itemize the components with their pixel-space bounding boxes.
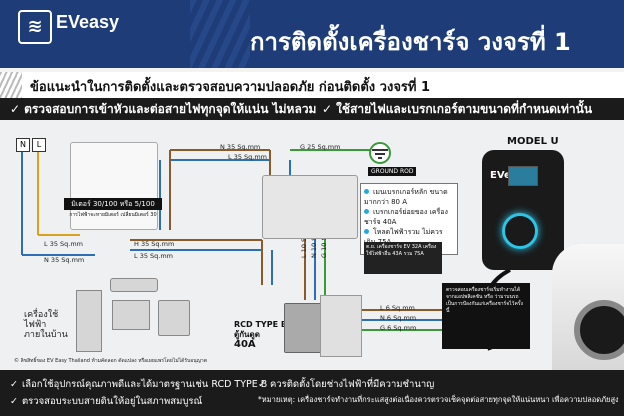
note-2: ✓ใช้สายไฟและเบรกเกอร์ตามขนาดที่กำหนดเท่า… — [322, 100, 592, 119]
header-hatch-decoration — [190, 0, 250, 68]
footer-note: *หมายเหตุ: เครื่องชาร์จทำงานที่กระแสสูงต… — [258, 395, 618, 404]
note-1: ✓ตรวจสอบการเข้าหัวและต่อสายไฟทุกจุดให้แน… — [10, 100, 316, 119]
charger-nfc-ring-icon — [502, 213, 538, 249]
appliances-label: เครื่องใช้ไฟฟ้า ภายในบ้าน — [24, 310, 68, 340]
check-icon: ✓ — [322, 102, 333, 116]
car-wheel — [574, 300, 624, 360]
check-icon: ✓ — [10, 102, 21, 116]
charger-warning-box: ตรวจสอบเครื่องชาร์จเริ่มทำงานได้ จากแอปพ… — [442, 283, 530, 349]
footer-item: ✓ควรติดตั้งโดยช่างไฟฟ้าที่มีความชำนาญ — [258, 379, 435, 390]
neutral-terminal-box: N — [16, 138, 30, 152]
subheading-hatch — [0, 72, 22, 98]
air-conditioner-icon — [110, 278, 158, 292]
subheading-text: ข้อแนะนำในการติดตั้งและตรวจสอบความปลอดภั… — [30, 80, 431, 95]
footer-item: ✓ตรวจสอบระบบสายดินให้อยู่ในสภาพสมบูรณ์ — [10, 396, 203, 407]
wire-label: L 6 Sq.mm — [380, 304, 415, 312]
note-text: ตรวจสอบการเข้าหัวและต่อสายไฟทุกจุดให้แน่… — [24, 102, 317, 116]
ground-rod-label: GROUND ROD — [368, 167, 417, 176]
meter-sublabel: การไฟฟ้าจะหายมิเตอร์ เปลี่ยนมิเตอร์ 30 — [69, 212, 157, 218]
consumer-unit-panel — [262, 175, 358, 239]
model-label: MODEL U — [507, 136, 559, 147]
check-icon: ✓ — [10, 379, 18, 390]
info-line: เมนเบรกเกอร์หลัก ขนาดมากกว่า 80 A — [364, 188, 448, 206]
subheading-bar — [0, 72, 624, 98]
line-terminal-box: L — [32, 138, 46, 152]
wire-label: G 25 Sq.mm — [300, 143, 341, 151]
wire-label: N 6 Sq.mm — [380, 314, 417, 322]
electric-meter — [70, 142, 158, 230]
check-icon: ✓ — [258, 379, 266, 390]
wire-label: L 35 Sq.mm — [134, 252, 174, 260]
meter-label: มิเตอร์ 30/100 หรือ 5/100 — [64, 198, 162, 210]
microwave-icon — [112, 300, 150, 330]
load-example-box: ต.ย. เครื่องชาร์จ EV 32A เครื่องใช้ไฟฟ้า… — [364, 242, 442, 274]
refrigerator-icon — [76, 290, 102, 352]
wire-label: N 35 Sq.mm — [44, 256, 85, 264]
wire-label: L 35 Sq.mm — [228, 153, 268, 161]
rcd-subtitle: ตู้กันดูด — [234, 330, 260, 339]
wiring-lines — [21, 142, 511, 351]
copyright-text: © ลิขสิทธิ์ของ EV Easy Thailand ห้ามคัดล… — [14, 358, 207, 364]
footer-item: ✓เลือกใช้อุปกรณ์คุณภาพดีและได้มาตรฐานเช่… — [10, 379, 268, 390]
washing-machine-icon — [158, 300, 190, 336]
wire-label: N 35 Sq.mm — [220, 143, 261, 151]
wire-label: H 35 Sq.mm — [134, 240, 175, 248]
notes-bar — [0, 98, 624, 120]
rcd-rating: 40A — [234, 339, 256, 350]
wire-label: G 6 Sq.mm — [380, 324, 417, 332]
header-bar — [0, 0, 624, 68]
rcd-title: RCD TYPE B — [234, 320, 287, 329]
logo-icon: ≋ — [18, 10, 52, 44]
info-line: เบรกเกอร์ย่อยของ เครื่องชาร์จ 40A — [364, 208, 448, 226]
wire-label: L 35 Sq.mm — [44, 240, 84, 248]
logo-text: EVeasy — [56, 12, 120, 32]
charger-screen — [508, 166, 538, 186]
check-icon: ✓ — [10, 396, 18, 407]
page-title: การติดตั้งเครื่องชาร์จ วงจรที่ 1 — [250, 28, 571, 56]
note-text: ใช้สายไฟและเบรกเกอร์ตามขนาดที่กำหนดเท่าน… — [336, 102, 593, 116]
sub-breaker-panel — [320, 295, 362, 357]
footer-bar — [0, 370, 624, 416]
rcd-label: RCD TYPE B ตู้กันดูด 40A — [234, 320, 287, 350]
